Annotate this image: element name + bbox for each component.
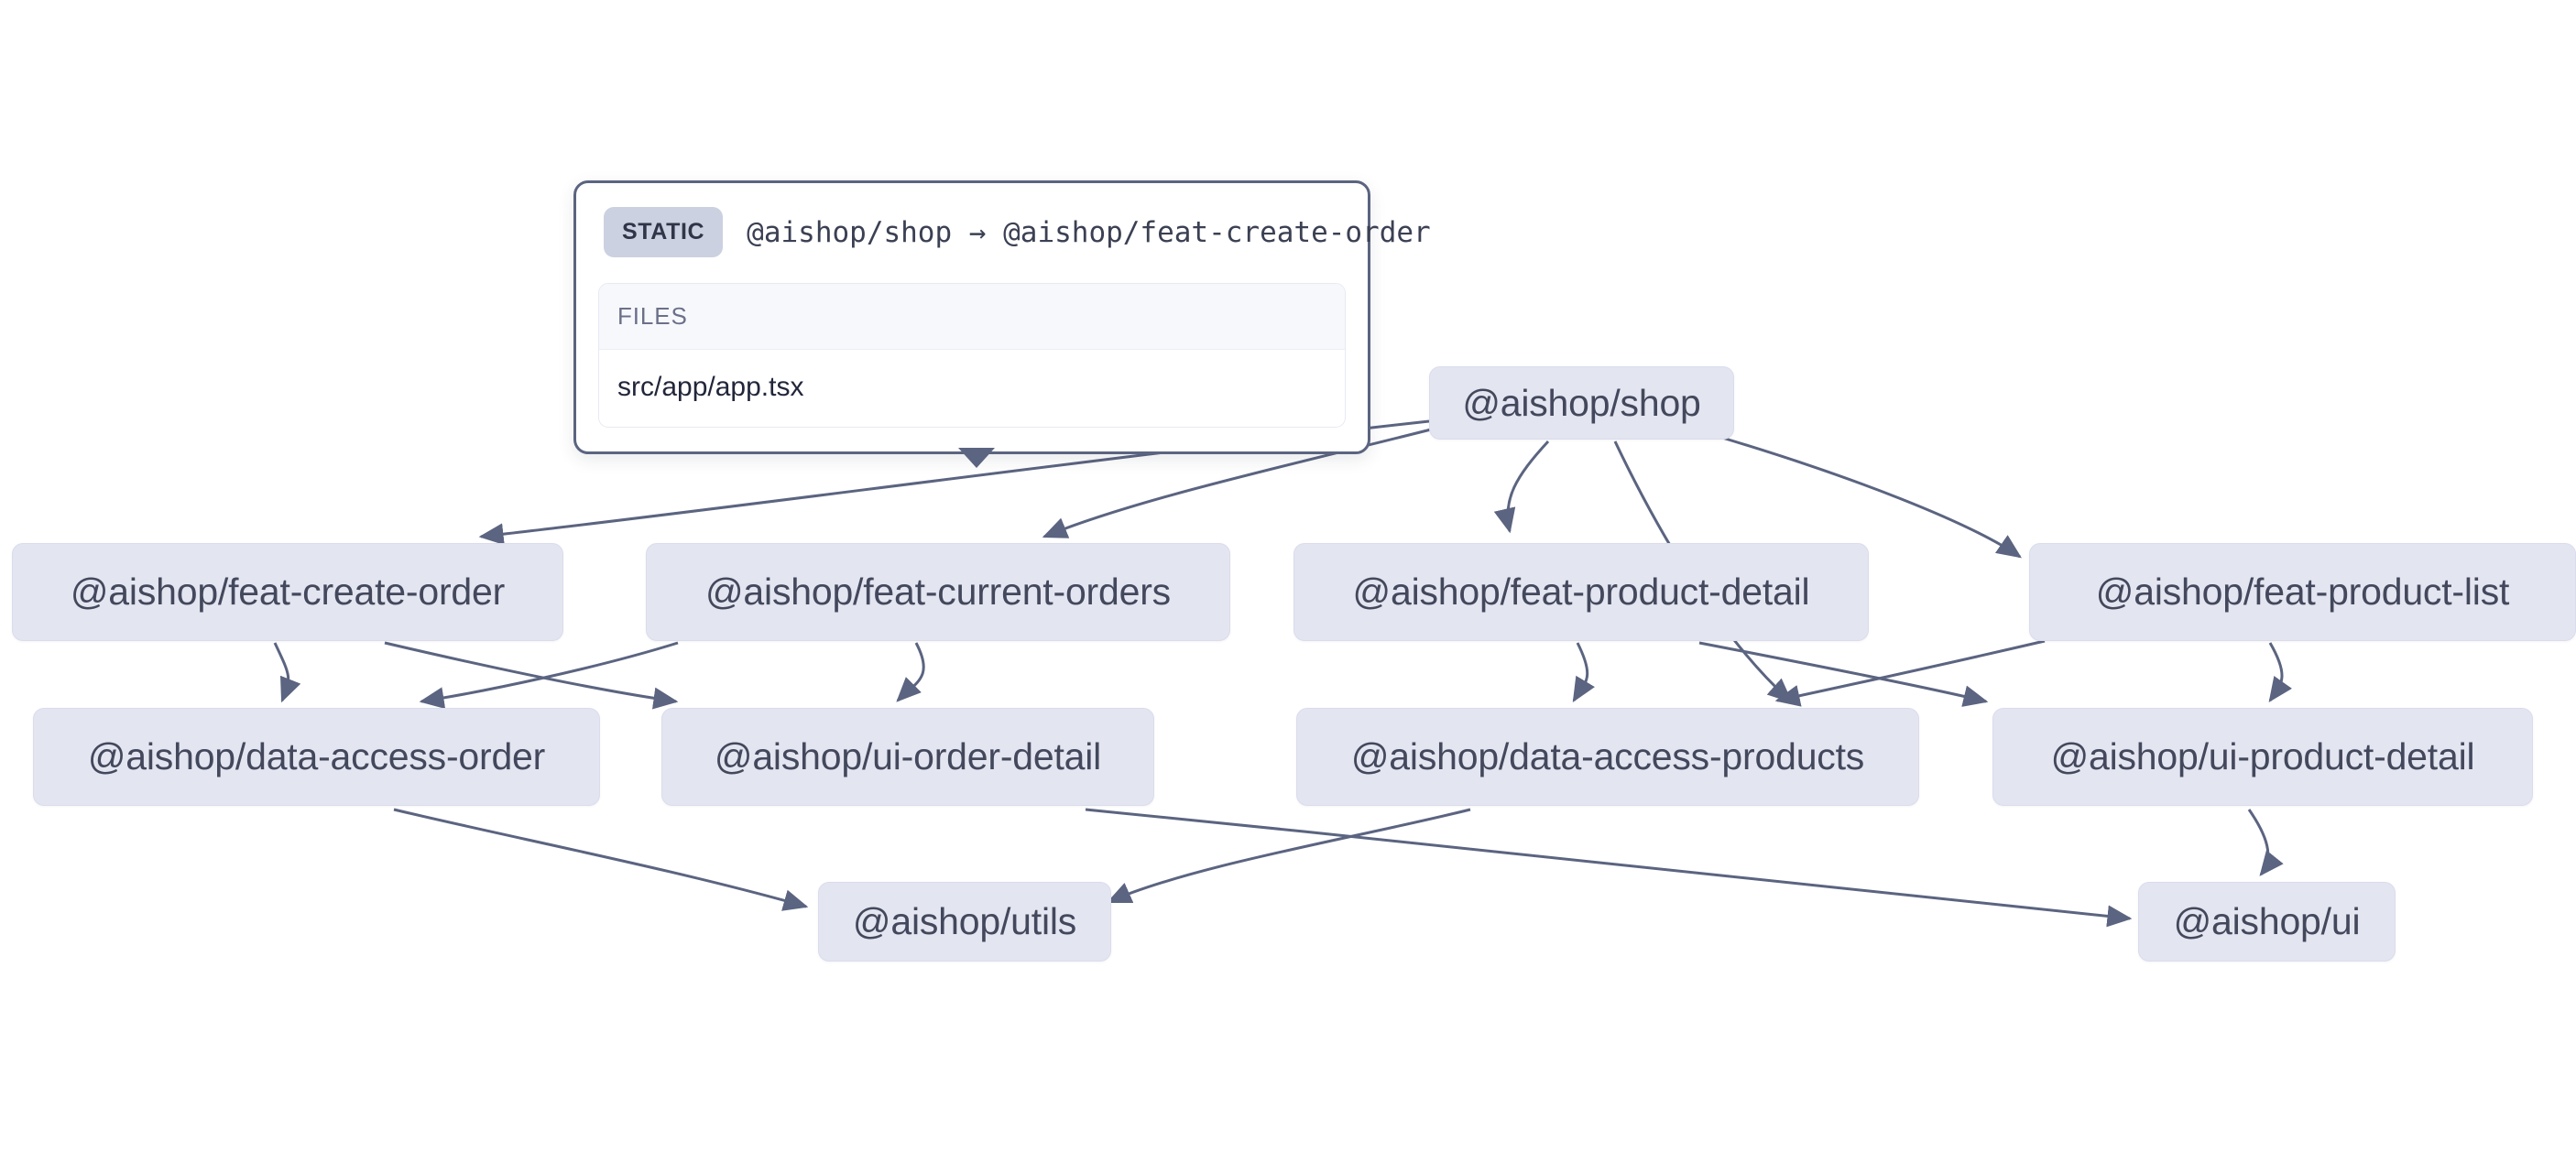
node-label: @aishop/feat-product-list [2095, 571, 2510, 613]
graph-node-feat-create-order[interactable]: @aishop/feat-create-order [12, 543, 563, 641]
tooltip-title: @aishop/shop → @aishop/feat-create-order [747, 215, 1431, 249]
graph-node-feat-current-orders[interactable]: @aishop/feat-current-orders [646, 543, 1230, 641]
edge-ui-product-detail-to-ui [2247, 809, 2284, 876]
dependency-type-badge: STATIC [604, 207, 724, 257]
edge-feat-create-order-to-data-access-order [273, 642, 301, 703]
graph-node-feat-product-list[interactable]: @aishop/feat-product-list [2029, 543, 2576, 641]
node-label: @aishop/feat-create-order [70, 571, 506, 613]
node-label: @aishop/ui-order-detail [714, 735, 1102, 777]
edge-feat-current-orders-to-data-access-order [419, 641, 679, 710]
edge-feat-create-order-to-ui-order-detail [384, 641, 679, 710]
edge-feat-product-list-to-ui-product-detail [2268, 642, 2292, 702]
graph-node-data-access-products[interactable]: @aishop/data-access-products [1296, 708, 1919, 806]
graph-node-data-access-order[interactable]: @aishop/data-access-order [33, 708, 600, 806]
edge-data-access-order-to-utils [393, 808, 809, 911]
node-label: @aishop/data-access-order [87, 735, 546, 777]
node-label: @aishop/utils [852, 900, 1077, 942]
edge-shop-to-feat-product-detail [1493, 440, 1550, 534]
edge-feat-current-orders-to-ui-order-detail [896, 642, 925, 702]
edge-feat-product-list-to-data-access-products [1774, 639, 2046, 707]
edge-data-access-products-to-utils [1106, 808, 1471, 904]
node-label: @aishop/shop [1462, 381, 1701, 424]
tooltip-pointer-caret [958, 448, 995, 468]
edge-shop-to-feat-product-list [1721, 436, 2022, 559]
node-label: @aishop/feat-product-detail [1352, 571, 1810, 613]
edge-detail-tooltip[interactable]: STATIC @aishop/shop → @aishop/feat-creat… [573, 180, 1431, 454]
node-label: @aishop/ui-product-detail [2050, 735, 2475, 777]
edge-feat-product-detail-to-data-access-products [1572, 642, 1595, 703]
files-panel: FILES src/app/app.tsx [598, 283, 1346, 428]
node-label: @aishop/ui [2173, 900, 2361, 942]
graph-node-ui-product-detail[interactable]: @aishop/ui-product-detail [1992, 708, 2533, 806]
file-list-item[interactable]: src/app/app.tsx [617, 372, 804, 402]
edge-feat-product-detail-to-ui-product-detail [1698, 641, 1989, 707]
files-panel-header: FILES [599, 284, 1345, 350]
graph-node-ui[interactable]: @aishop/ui [2138, 882, 2396, 962]
node-label: @aishop/feat-current-orders [705, 571, 1171, 613]
graph-node-shop[interactable]: @aishop/shop [1429, 366, 1734, 440]
graph-node-ui-order-detail[interactable]: @aishop/ui-order-detail [661, 708, 1154, 806]
tooltip-header: STATIC @aishop/shop → @aishop/feat-creat… [598, 203, 1431, 257]
node-label: @aishop/data-access-products [1350, 735, 1865, 777]
edge-ui-order-detail-to-ui [1085, 808, 2133, 928]
graph-node-utils[interactable]: @aishop/utils [818, 882, 1111, 962]
graph-node-feat-product-detail[interactable]: @aishop/feat-product-detail [1293, 543, 1869, 641]
